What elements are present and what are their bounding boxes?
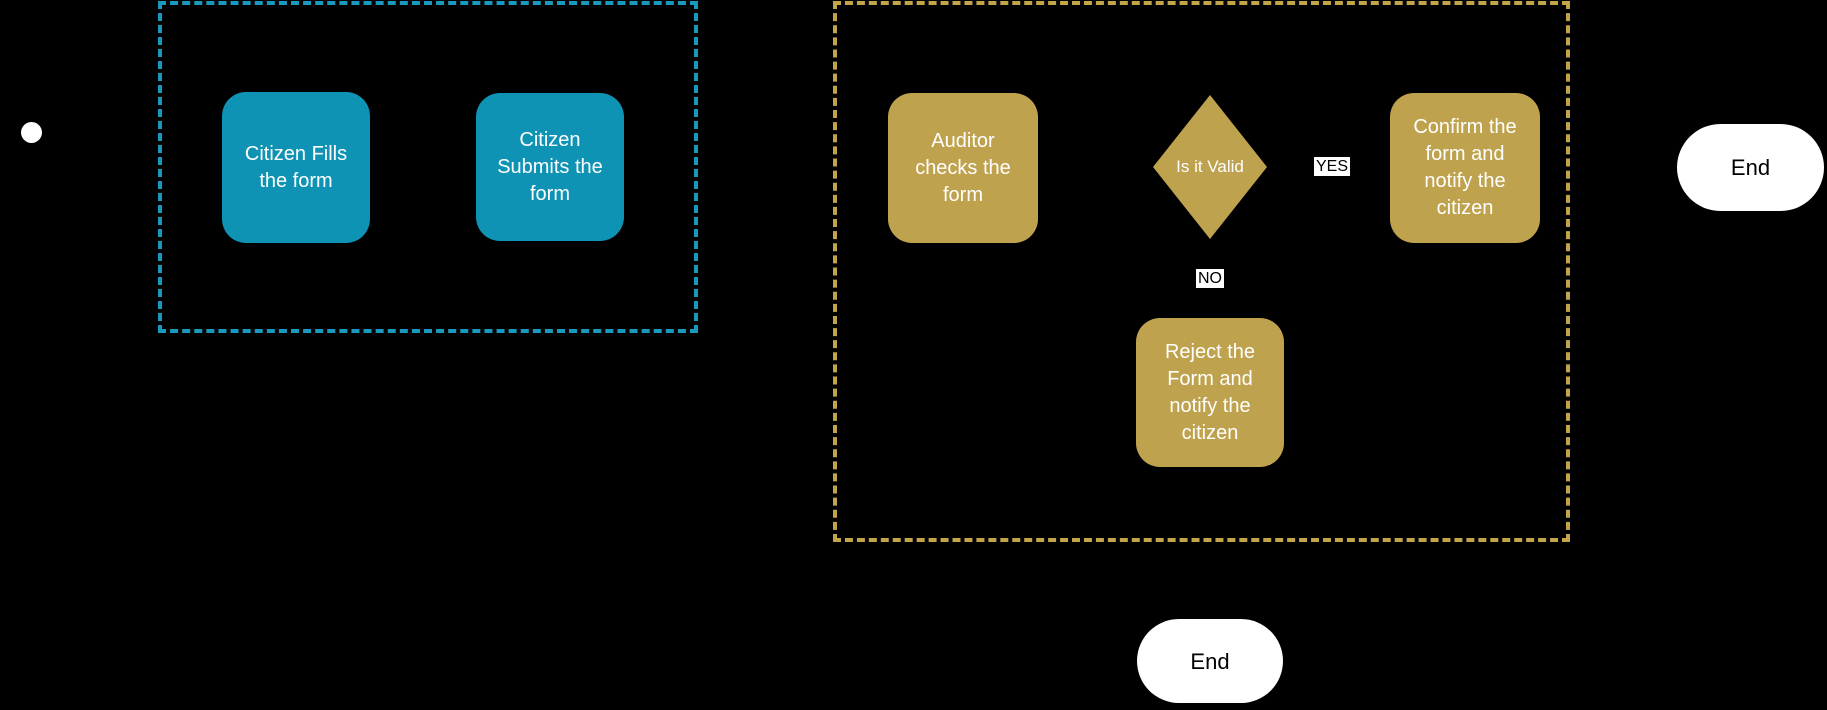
node-label: Citizen Fills the form (244, 142, 348, 192)
start-node (21, 122, 42, 143)
end-node-right: End (1677, 124, 1824, 211)
node-label: Citizen Submits the form (497, 128, 603, 205)
node-citizen-fills-form: Citizen Fills the form (222, 92, 370, 243)
edge-label-yes: YES (1314, 157, 1351, 176)
node-label: End (1730, 155, 1771, 180)
auditor-lane (833, 1, 1570, 542)
node-label: Reject the Form and notify the citizen (1164, 340, 1256, 444)
node-citizen-submits-form: Citizen Submits the form (476, 93, 624, 241)
citizen-lane (158, 1, 698, 333)
node-label: Confirm the form and notify the citizen (1413, 116, 1517, 219)
node-auditor-checks-form: Auditor checks the form (888, 93, 1038, 243)
node-reject-form-notify-citizen: Reject the Form and notify the citizen (1136, 318, 1284, 467)
node-label: Auditor checks the form (915, 129, 1011, 206)
node-confirm-form-notify-citizen: Confirm the form and notify the citizen (1390, 93, 1540, 243)
end-node-bottom: End (1137, 619, 1283, 703)
edge-label-no: NO (1196, 269, 1224, 288)
node-label: Is it Valid (1176, 157, 1244, 176)
node-label: End (1190, 648, 1230, 674)
